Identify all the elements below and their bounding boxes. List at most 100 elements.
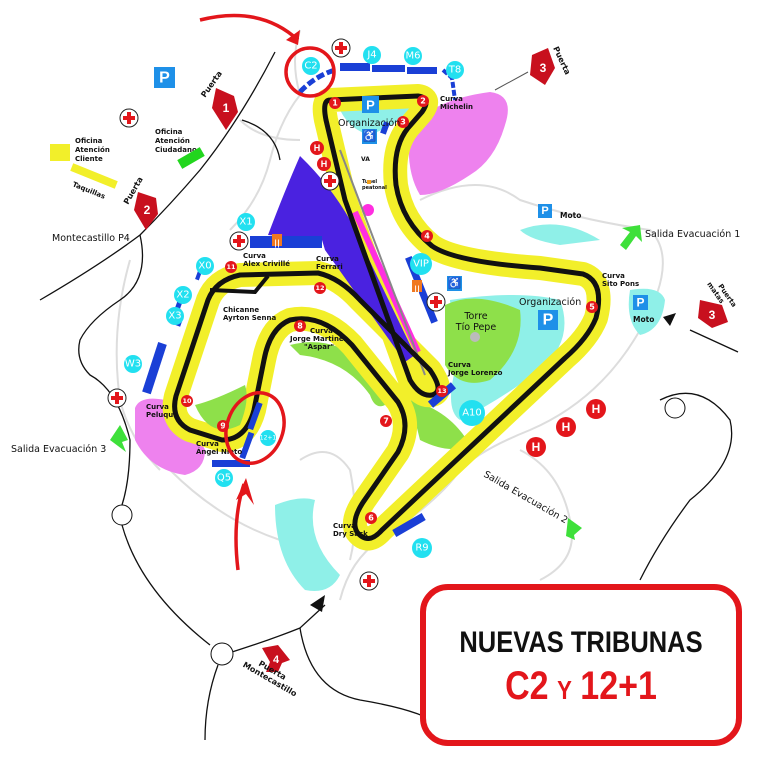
svg-text:♿: ♿ bbox=[363, 130, 377, 143]
exit-arrow-icon bbox=[566, 518, 582, 540]
tio-pepe-green bbox=[445, 298, 521, 383]
svg-text:A10: A10 bbox=[462, 408, 482, 419]
gate-arrow-icon bbox=[212, 88, 238, 130]
gate-3-matas[interactable]: 3 Puertamatas bbox=[698, 276, 738, 328]
helipad-icons: H H H H H bbox=[310, 141, 606, 457]
svg-text:12: 12 bbox=[315, 284, 324, 292]
gate-4-montecastillo[interactable]: 4 PuertaMontecastillo bbox=[241, 645, 303, 699]
va-label: VA bbox=[361, 156, 370, 163]
svg-text:H: H bbox=[532, 440, 541, 454]
svg-text:C2: C2 bbox=[304, 61, 317, 72]
direction-arrow-icon bbox=[310, 595, 325, 612]
stand-a10[interactable]: A10 bbox=[459, 400, 485, 426]
turn-4: 4 bbox=[421, 230, 433, 242]
turn-11: 11 bbox=[225, 261, 237, 273]
turn-10: 10 bbox=[181, 395, 193, 407]
exit-arrow-icon bbox=[620, 225, 642, 250]
banner-title: NUEVAS TRIBUNAS bbox=[459, 626, 703, 659]
svg-text:H: H bbox=[321, 159, 328, 169]
chicane-track bbox=[209, 274, 270, 295]
gate-arrow-icon bbox=[262, 645, 290, 672]
svg-text:6: 6 bbox=[368, 514, 374, 523]
svg-text:H: H bbox=[592, 402, 601, 416]
stand-c2[interactable]: C2 bbox=[302, 57, 320, 75]
svg-text:4: 4 bbox=[273, 654, 280, 666]
ticket-office-marker bbox=[50, 144, 70, 161]
helipad-icon: H bbox=[586, 399, 606, 419]
svg-text:3: 3 bbox=[709, 308, 716, 322]
gate-arrow-icon bbox=[530, 48, 555, 85]
helipad-icon: H bbox=[556, 417, 576, 437]
svg-text:3: 3 bbox=[400, 118, 406, 127]
race-track bbox=[172, 93, 602, 541]
stand-vip[interactable]: VIP bbox=[410, 253, 432, 275]
gate-3[interactable]: 3 Puerta bbox=[494, 45, 572, 91]
stand-r9[interactable]: R9 bbox=[412, 538, 432, 558]
svg-text:Salida Evacuación 1: Salida Evacuación 1 bbox=[645, 229, 740, 240]
roundabout bbox=[111, 504, 133, 526]
stand-x0[interactable]: X0 bbox=[196, 257, 214, 275]
stand-m6[interactable]: M6 bbox=[404, 47, 422, 65]
highlight-arrow-top bbox=[199, 13, 300, 42]
stand-w3[interactable]: W3 bbox=[124, 355, 142, 373]
gate-1[interactable]: 1 Puerta bbox=[199, 69, 238, 130]
stand-x3[interactable]: X3 bbox=[166, 307, 184, 325]
green-office-marker bbox=[177, 147, 205, 169]
exit-1[interactable]: Salida Evacuación 1 bbox=[620, 225, 740, 250]
turn-6: 6 bbox=[365, 512, 377, 524]
stand-x1[interactable]: X1 bbox=[237, 213, 255, 231]
parking-icons: P P P P P ♿ ♿ bbox=[154, 67, 648, 330]
montecastillo-p4-label: Montecastillo P4 bbox=[52, 233, 130, 244]
svg-text:3: 3 bbox=[540, 61, 547, 75]
svg-text:2: 2 bbox=[144, 203, 151, 217]
pit-lane bbox=[339, 149, 426, 376]
svg-text:P: P bbox=[366, 98, 375, 113]
svg-text:Salida Evacuación 2: Salida Evacuación 2 bbox=[482, 469, 570, 526]
stand-t8[interactable]: T8 bbox=[446, 61, 464, 79]
roundabout bbox=[664, 397, 686, 419]
svg-text:||: || bbox=[414, 285, 420, 294]
svg-text:♿: ♿ bbox=[448, 277, 462, 290]
svg-text:M6: M6 bbox=[406, 51, 421, 62]
svg-text:P: P bbox=[541, 205, 548, 217]
accessible-icon: ♿ bbox=[362, 129, 377, 144]
first-aid-icon bbox=[426, 292, 446, 312]
stand-x2[interactable]: X2 bbox=[174, 286, 192, 304]
organizacion-label: Organización bbox=[338, 118, 400, 129]
turn-1: 1 bbox=[329, 97, 341, 109]
moto-label: Moto bbox=[633, 315, 654, 324]
pit-marker bbox=[362, 204, 374, 216]
gate-arrow-icon bbox=[698, 300, 728, 328]
first-aid-icon bbox=[331, 38, 351, 58]
stand-j4[interactable]: J4 bbox=[363, 46, 381, 64]
turn-markers: 1 2 3 4 5 6 7 8 9 10 11 12 13 bbox=[181, 95, 598, 524]
turn-3: 3 bbox=[397, 116, 409, 128]
pink-area bbox=[408, 92, 508, 195]
turn-8: 8 bbox=[294, 320, 306, 332]
first-aid-icon bbox=[359, 571, 379, 591]
first-aid-icon bbox=[229, 231, 249, 251]
helipad-icon: H bbox=[310, 141, 324, 155]
svg-text:4: 4 bbox=[424, 232, 430, 241]
exit-3[interactable]: Salida Evacuación 3 bbox=[11, 425, 128, 455]
svg-text:10: 10 bbox=[182, 397, 192, 405]
stand-12-1[interactable]: 12+1 bbox=[260, 430, 277, 446]
svg-text:12+1: 12+1 bbox=[260, 435, 277, 442]
svg-text:P: P bbox=[159, 70, 170, 87]
first-aid-icon bbox=[119, 108, 139, 128]
svg-text:H: H bbox=[562, 420, 571, 434]
exit-arrow-icon bbox=[110, 425, 128, 452]
svg-text:H: H bbox=[314, 143, 321, 153]
stand-q5[interactable]: Q5 bbox=[215, 469, 233, 487]
